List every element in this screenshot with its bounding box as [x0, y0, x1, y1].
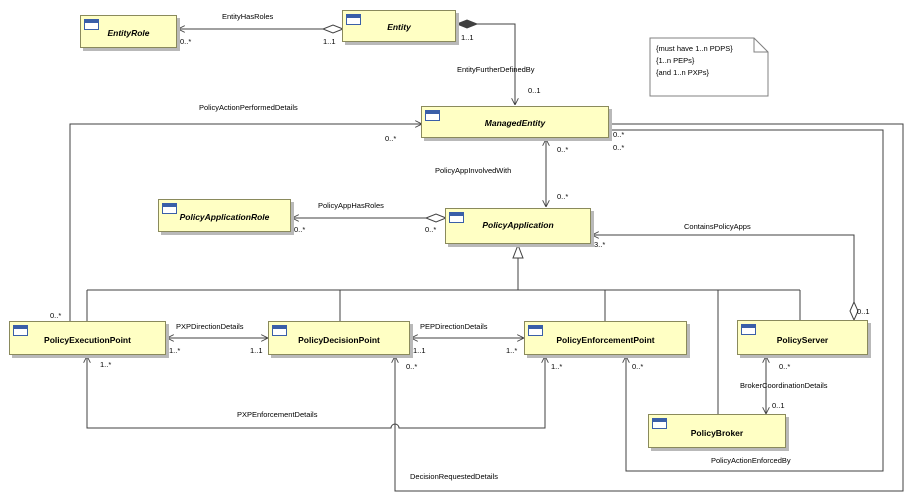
multiplicity: 1..1: [413, 346, 426, 355]
multiplicity: 1..*: [506, 346, 518, 355]
multiplicity: 0..*: [557, 192, 569, 201]
class-name: PolicyEnforcementPoint: [556, 335, 655, 345]
multiplicity: 0..*: [613, 130, 625, 139]
assoc-label: PolicyAppInvolvedWith: [435, 166, 512, 175]
assoc-label: EntityHasRoles: [222, 12, 274, 21]
class-name: PolicyApplicationRole: [179, 212, 270, 222]
class-icon: [741, 324, 756, 335]
generalization-tree: [86, 243, 801, 414]
multiplicity: 0..*: [557, 145, 569, 154]
assoc-policy-action-performed-details[interactable]: [69, 124, 422, 321]
multiplicity: 0..*: [294, 225, 306, 234]
multiplicity: 1..*: [100, 360, 112, 369]
assoc-label: ContainsPolicyApps: [684, 222, 751, 231]
multiplicity: 0..*: [406, 362, 418, 371]
class-icon: [346, 14, 361, 25]
multiplicity: 0..1: [772, 401, 785, 410]
class-entity[interactable]: Entity: [342, 10, 456, 42]
multiplicity: 1..1: [461, 33, 474, 42]
class-policy-application[interactable]: PolicyApplication: [445, 208, 591, 244]
note-shape: [649, 37, 769, 97]
composition-diamond: [455, 19, 479, 29]
class-managed-entity[interactable]: ManagedEntity: [421, 106, 609, 138]
multiplicity: 1..*: [551, 362, 563, 371]
multiplicity: 0..*: [50, 311, 62, 320]
class-policy-server[interactable]: PolicyServer: [737, 320, 868, 355]
assoc-label: DecisionRequestedDetails: [410, 472, 498, 481]
class-policy-broker[interactable]: PolicyBroker: [648, 414, 786, 448]
class-policy-application-role[interactable]: PolicyApplicationRole: [158, 199, 291, 232]
note-line: {1..n PEPs}: [656, 56, 695, 65]
class-icon: [652, 418, 667, 429]
class-name: ManagedEntity: [484, 118, 546, 128]
assoc-label: PEPDirectionDetails: [420, 322, 488, 331]
class-name: PolicyExecutionPoint: [44, 335, 131, 345]
aggregation-diamond: [321, 24, 345, 34]
multiplicity: 0..1: [528, 86, 541, 95]
note-line: {and 1..n PXPs}: [656, 68, 709, 77]
class-icon: [13, 325, 28, 336]
assoc-label: PolicyAppHasRoles: [318, 201, 384, 210]
assoc-label: BrokerCoordinationDetails: [740, 381, 828, 390]
class-name: PolicyServer: [776, 335, 829, 345]
multiplicity: 1..1: [250, 346, 263, 355]
assoc-policy-action-enforced-by[interactable]: [610, 129, 884, 472]
class-entity-role[interactable]: EntityRole: [80, 15, 177, 48]
multiplicity: 0..*: [632, 362, 644, 371]
multiplicity: 0..*: [425, 225, 437, 234]
class-name: PolicyBroker: [690, 428, 744, 438]
class-name: Entity: [387, 22, 411, 32]
class-name: EntityRole: [107, 28, 150, 38]
assoc-label: PolicyActionEnforcedBy: [711, 456, 791, 465]
assoc-label: PXPEnforcementDetails: [237, 410, 318, 419]
note-line: {must have 1..n PDPS}: [656, 44, 733, 53]
multiplicity: 3..*: [594, 240, 606, 249]
multiplicity: 1..*: [169, 346, 181, 355]
aggregation-diamond: [424, 213, 448, 223]
assoc-label: EntityFurtherDefinedBy: [457, 65, 535, 74]
generalization-triangle: [512, 243, 524, 259]
class-policy-execution-point[interactable]: PolicyExecutionPoint: [9, 321, 166, 355]
class-icon: [528, 325, 543, 336]
multiplicity: 0..*: [779, 362, 791, 371]
assoc-label: PXPDirectionDetails: [176, 322, 244, 331]
class-icon: [425, 110, 440, 121]
class-icon: [449, 212, 464, 223]
constraint-note: {must have 1..n PDPS} {1..n PEPs} {and 1…: [650, 38, 768, 96]
multiplicity: 0..1: [857, 307, 870, 316]
class-icon: [272, 325, 287, 336]
assoc-label: PolicyActionPerformedDetails: [199, 103, 298, 112]
class-policy-decision-point[interactable]: PolicyDecisionPoint: [268, 321, 410, 355]
note-corner: [753, 38, 768, 53]
class-name: PolicyApplication: [482, 220, 554, 230]
note-text: {must have 1..n PDPS} {1..n PEPs} {and 1…: [656, 43, 733, 79]
multiplicity: 0..*: [613, 143, 625, 152]
assoc-decision-requested-details[interactable]: [395, 123, 904, 492]
class-policy-enforcement-point[interactable]: PolicyEnforcementPoint: [524, 321, 687, 355]
class-name: PolicyDecisionPoint: [298, 335, 380, 345]
class-icon: [162, 203, 177, 214]
multiplicity: 0..*: [385, 134, 397, 143]
assoc-contains-policy-apps[interactable]: [592, 235, 855, 302]
multiplicity: 1..1: [323, 37, 336, 46]
class-icon: [84, 19, 99, 30]
multiplicity: 0..*: [180, 37, 192, 46]
